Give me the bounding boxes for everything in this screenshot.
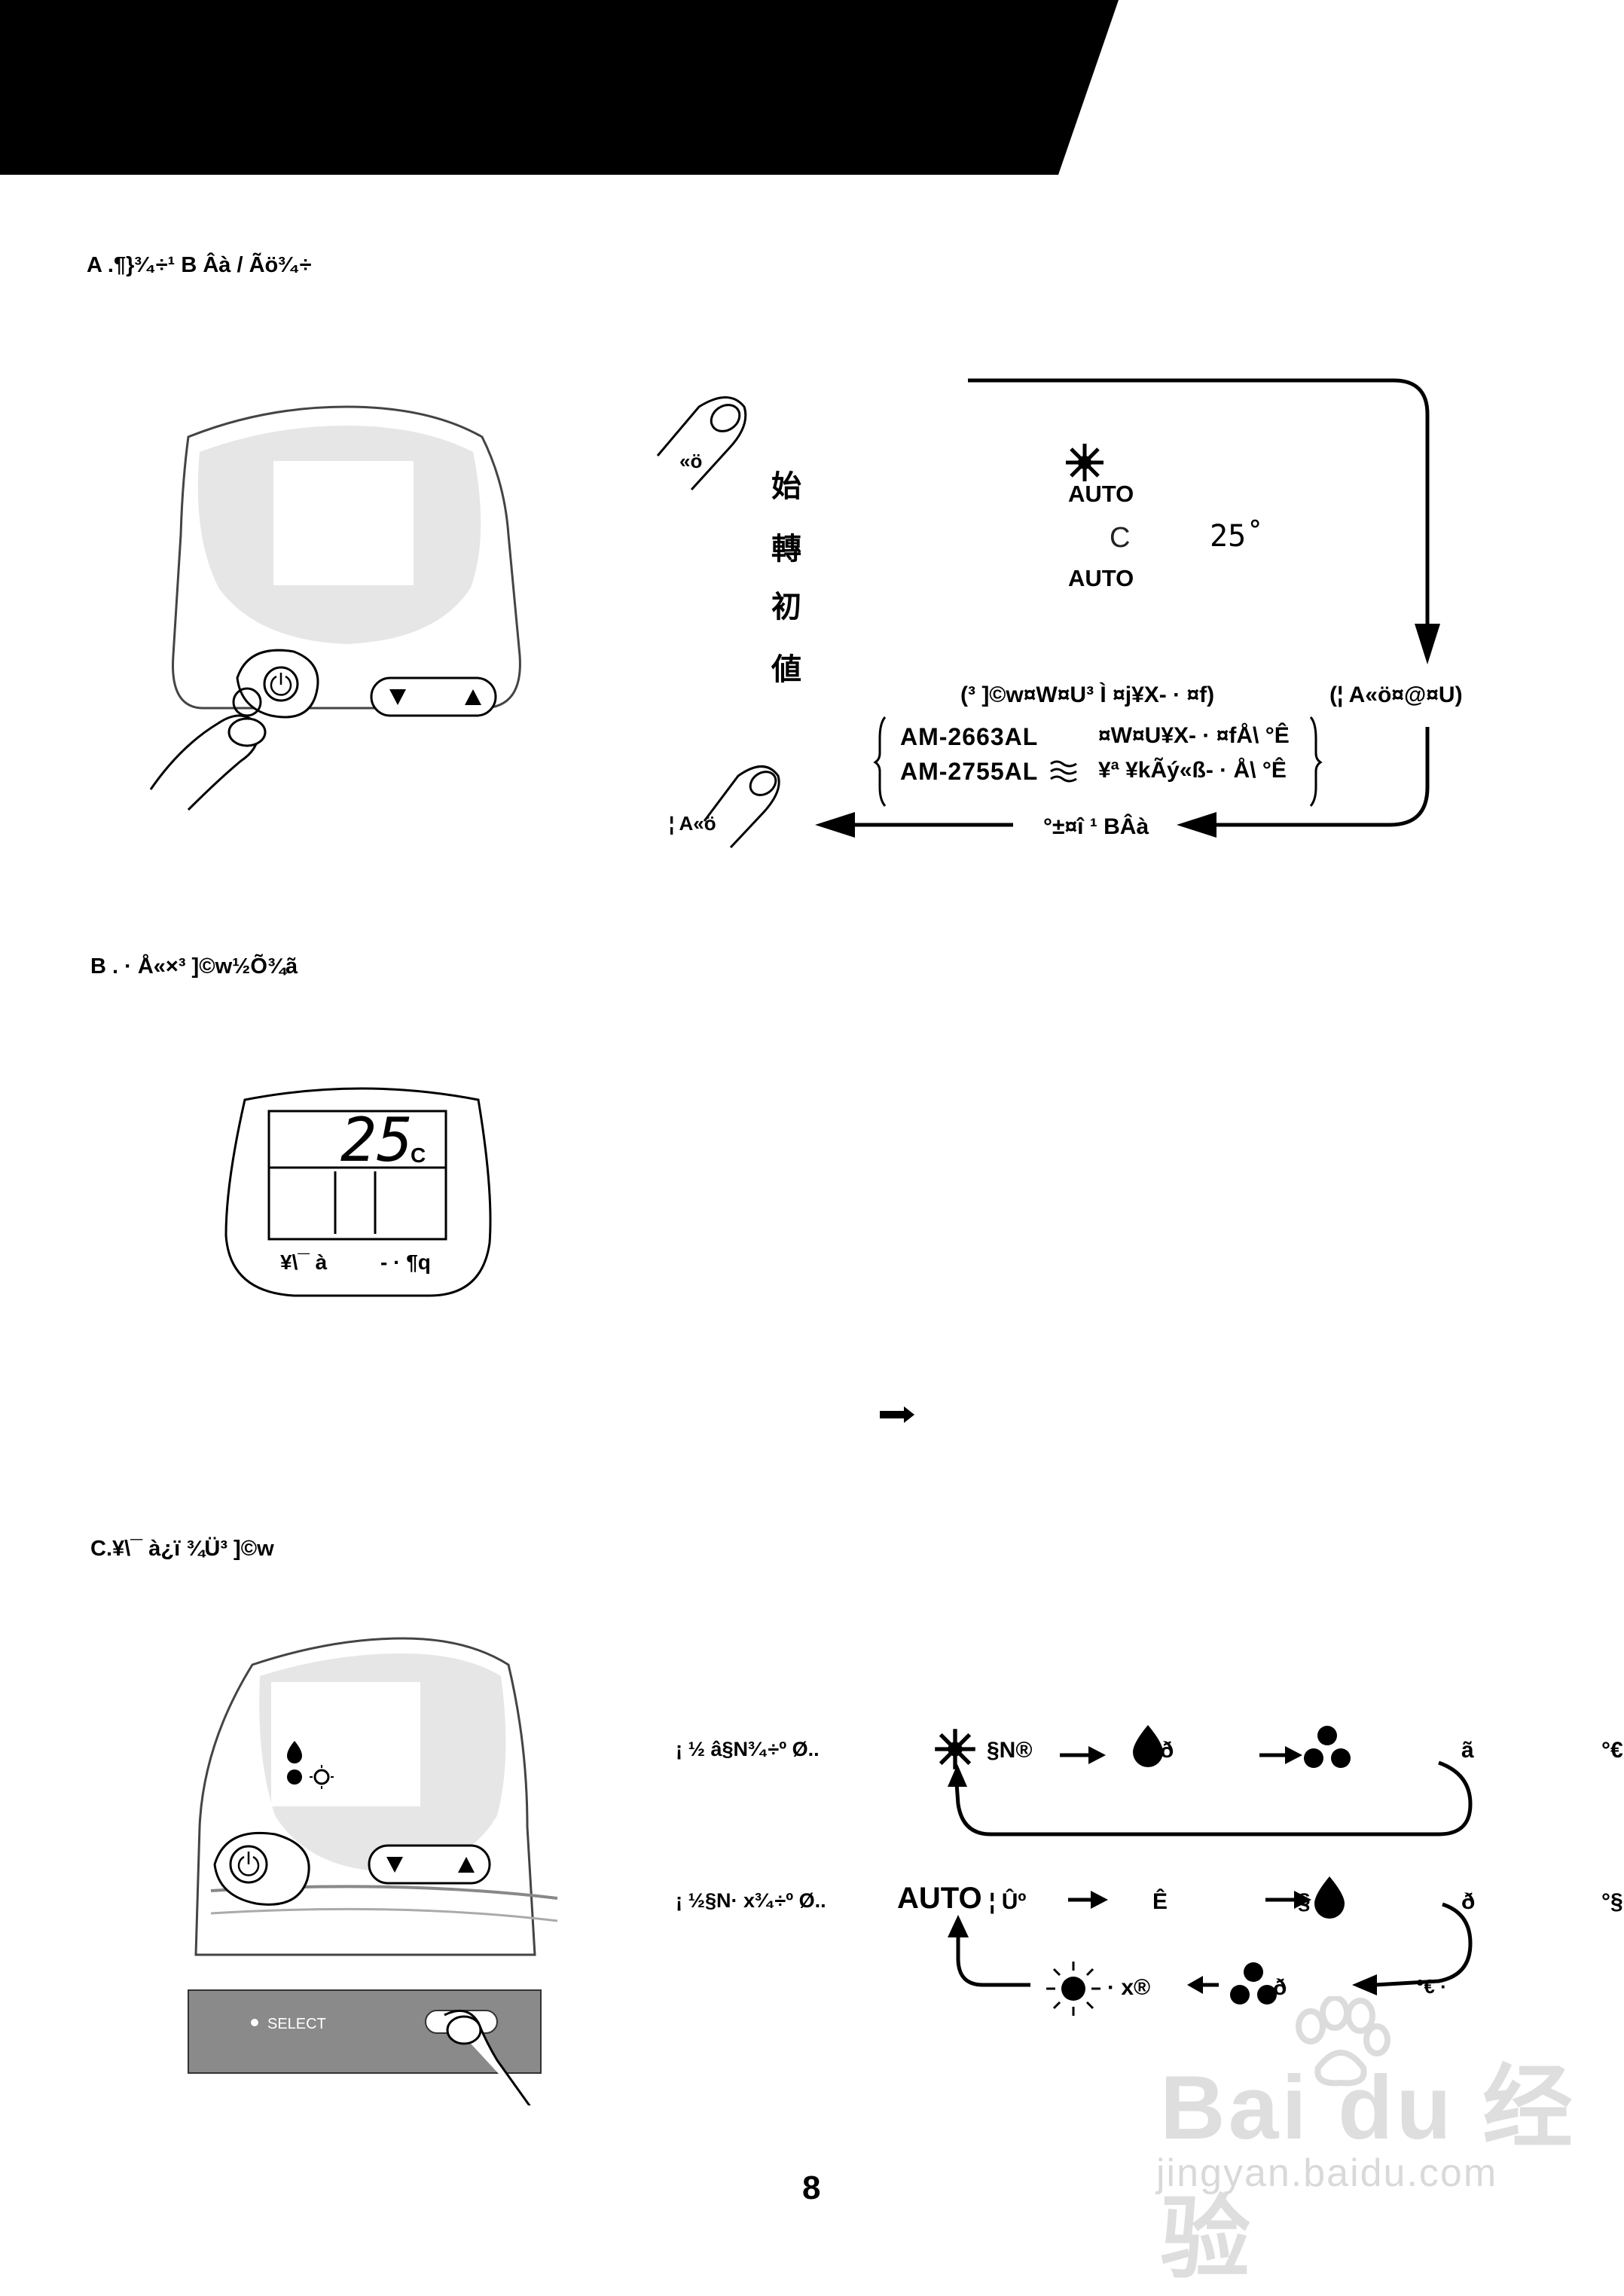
model-2: AM-2755AL (900, 758, 1039, 785)
c-glyph: C (1110, 522, 1131, 554)
row2-auto: AUTO (897, 1882, 982, 1915)
press-again-label: ¦ A«ö (669, 812, 716, 835)
row2-item-cool: Ê (1152, 1889, 1168, 1914)
row1-item-dry: ð (1160, 1738, 1174, 1763)
up-arrow-icon (465, 689, 481, 705)
lcd-temperature: 25 (340, 1105, 414, 1175)
row2-bottom-fan: ð (1273, 1975, 1287, 2000)
row2-auto-suffix: ¦ Ûº (989, 1889, 1027, 1914)
auto-label-bottom: AUTO (1068, 565, 1134, 591)
note-left: (³ ]©w¤W¤U³ Ì ¤j¥X- · ¤f) (960, 682, 1215, 707)
stop-label: °±¤î ¹ BÂà (1043, 814, 1149, 839)
down-arrow-icon (389, 689, 406, 705)
sun-icon (1046, 1962, 1100, 2016)
fan-icon (1304, 1726, 1351, 1768)
snowflake-icon (1066, 444, 1104, 481)
svg-text:SELECT: SELECT (267, 2016, 326, 2032)
section-c-heading: C.¥\¯ à¿ï ¾Ü³ ]©w (90, 1537, 274, 1561)
model-2-desc: ¥ª ¥kÃý«ß- · Å\ °Ê (1098, 758, 1287, 783)
row1-item-heat: °€ (1601, 1738, 1623, 1763)
label-mode: ¥\¯ à (280, 1250, 328, 1274)
flow-arrows-a (815, 378, 1440, 838)
section-a-heading: A .¶}³⁄₄÷¹ B Âà / Ãö³⁄₄÷ (87, 253, 312, 277)
paw-logo-icon (1296, 1996, 1390, 2087)
row1-item-fan: ã (1461, 1738, 1474, 1763)
model-1: AM-2663AL (900, 723, 1039, 750)
lcd-degree: ° (402, 1113, 409, 1132)
section-b-heading: B . · Å«×³ ]©w½Õ¾ã (90, 954, 298, 979)
row2-item-5: °§ (1601, 1889, 1623, 1914)
remote-control-illustration-c: SELECT (188, 1637, 558, 2105)
temp-small: 25˚ (1210, 519, 1265, 554)
row2-label: ¡ ½§N· x³⁄₄÷º Ø.. (676, 1889, 826, 1912)
side-glyph-4: 値 (771, 652, 801, 687)
row1-item-cool: §N® (987, 1738, 1033, 1763)
lcd-mode-icons (287, 1741, 334, 1789)
flow-arrows-c (948, 1746, 1473, 1995)
finger-press-illustration (656, 396, 747, 491)
row2-item-4: ð (1461, 1889, 1476, 1914)
side-glyph-2: 轉 (771, 532, 801, 566)
side-glyph-3: 初 (771, 590, 801, 624)
right-arrow-icon (880, 1406, 914, 1423)
watermark-url: jingyan.baidu.com (1156, 2151, 1498, 2195)
model-1-desc: ¤W¤U¥X- · ¤fÅ\ °Ê (1098, 723, 1290, 748)
remote-control-illustration-a (149, 405, 521, 811)
lcd-unit: C (411, 1143, 426, 1167)
finger-press-again-illustration (703, 765, 780, 849)
page-number: 8 (802, 2169, 821, 2206)
water-drop-icon (1133, 1725, 1163, 1767)
remote-lcd-illustration (224, 1087, 492, 1297)
press-label: «ö (679, 450, 703, 472)
row1-label: ¡ ½ â§N³⁄₄÷º Ø.. (676, 1738, 820, 1760)
fan-icon (1230, 1962, 1277, 2004)
row2-bottom-heat: · x® (1107, 1975, 1151, 2000)
power-icon (232, 687, 262, 717)
swing-icon (1050, 760, 1077, 783)
side-glyph-1: 始 (771, 469, 801, 504)
label-fan-speed: - · ¶q (380, 1250, 431, 1274)
snowflake-icon (935, 1729, 975, 1769)
header-bar (0, 0, 1119, 175)
note-right: (¦ A«ö¤@¤U) (1329, 682, 1463, 707)
water-drop-icon (1314, 1876, 1345, 1919)
auto-label-top: AUTO (1068, 481, 1134, 507)
